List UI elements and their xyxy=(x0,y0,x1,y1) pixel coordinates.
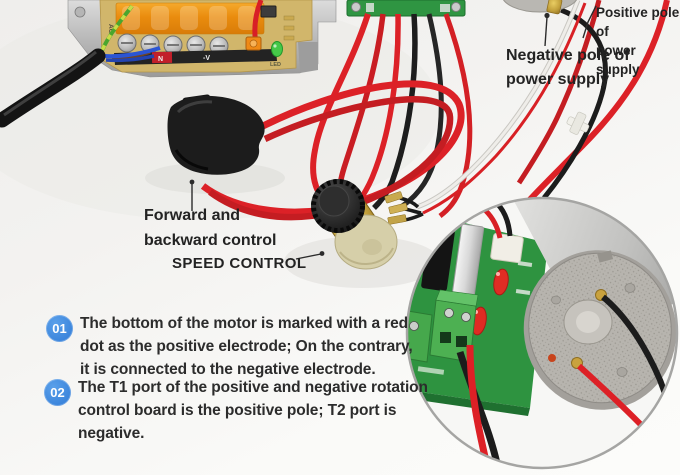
direction-connector xyxy=(167,80,465,221)
motor-terminal xyxy=(546,0,563,15)
positive-pole-label: Positive pole of power supply xyxy=(596,5,680,77)
motor-top-partial xyxy=(503,0,577,15)
led-label: LED xyxy=(270,62,281,68)
pointer-negative-pole xyxy=(544,12,550,47)
note-item-01: 01 The bottom of the motor is marked wit… xyxy=(46,312,413,381)
terminal-v-label: -V xyxy=(203,55,210,62)
note-text: The bottom of the motor is marked with a… xyxy=(80,315,413,378)
inset-control-board xyxy=(407,198,548,468)
pointer-speed-control xyxy=(295,251,325,260)
negative-pole-label: Negative pole of power supply xyxy=(506,47,630,88)
pot-terminals xyxy=(384,191,424,225)
note-item-02: 02 The T1 port of the positive and negat… xyxy=(44,376,428,445)
transistor xyxy=(260,5,277,18)
red-dot-marking xyxy=(548,354,556,362)
note-number-badge: 01 xyxy=(46,315,73,342)
inset-white-connector xyxy=(490,232,524,264)
inset-terminal-block xyxy=(407,289,479,363)
forward-backward-label: Forward and backward control xyxy=(144,207,277,249)
speed-potentiometer xyxy=(311,179,424,270)
cable-tie xyxy=(566,111,590,135)
note-number-badge: 02 xyxy=(44,379,71,406)
power-wires-right xyxy=(416,0,670,215)
pointer-forward-backward xyxy=(189,179,195,211)
terminal-n-label: N xyxy=(158,56,163,63)
power-supply-unit: AC N -V xyxy=(67,0,337,78)
mains-cable xyxy=(0,48,106,128)
status-led xyxy=(271,41,283,57)
pointer-positive-pole xyxy=(582,5,597,39)
annotation-pointers xyxy=(189,5,597,260)
control-board-fragment xyxy=(346,0,466,17)
inset-ring xyxy=(405,196,679,470)
kapton-tape xyxy=(115,2,265,35)
psu-side-marking: AC xyxy=(107,24,114,34)
note-text: The T1 port of the positive and negative… xyxy=(78,379,428,442)
case-screw xyxy=(74,6,86,18)
speed-control-label: SPEED CONTROL xyxy=(172,255,307,272)
blue-wire xyxy=(103,46,161,59)
